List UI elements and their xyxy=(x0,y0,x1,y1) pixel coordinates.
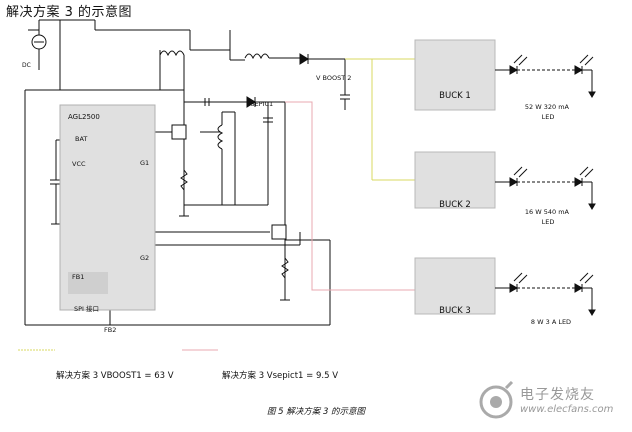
g1-label: G1 xyxy=(140,159,149,167)
buck-1-box xyxy=(414,39,496,111)
legend-vboost: 解决方案 3 VBOOST1 = 63 V xyxy=(56,371,174,381)
led-diode-icon xyxy=(574,65,584,75)
led-diode-icon xyxy=(574,283,584,293)
inductor-2 xyxy=(244,53,270,60)
diode-1 xyxy=(299,53,309,65)
vboost-label: V BOOST 2 xyxy=(316,74,351,82)
diode-2 xyxy=(246,96,256,108)
light-ray xyxy=(518,56,528,66)
watermark-title: 电子发烧友 xyxy=(520,387,595,403)
buck-2-label: BUCK 2 xyxy=(439,200,471,210)
watermark-url: www.elecfans.com xyxy=(520,404,614,415)
figure-caption: 图 5 解决方案 3 的示意图 xyxy=(266,407,366,417)
chip-label: AGL2500 xyxy=(68,113,100,121)
led-1-spec: 52 W 320 mA xyxy=(525,103,570,111)
g2-label: G2 xyxy=(140,254,149,262)
arrow-down-icon xyxy=(588,91,596,98)
light-ray xyxy=(518,168,528,178)
page-title: 解决方案 3 的示意图 xyxy=(6,5,133,20)
watermark: 电子发烧友 www.elecfans.com xyxy=(476,380,626,426)
transistor-2 xyxy=(271,224,287,240)
buck-3-box xyxy=(414,257,496,315)
fb1-label: FB1 xyxy=(72,273,84,281)
led-2-spec: 16 W 540 mA xyxy=(525,208,570,216)
led-diode-icon xyxy=(509,283,519,293)
vsepic-label: VSEPIC1 xyxy=(246,100,273,108)
legend-vsepic: 解决方案 3 Vsepict1 = 9.5 V xyxy=(222,371,339,381)
inductor-3 xyxy=(217,124,224,150)
led-diode-icon xyxy=(509,65,519,75)
light-ray xyxy=(513,272,523,282)
light-ray xyxy=(579,54,589,64)
arrow-down-icon xyxy=(588,203,596,210)
led-2-label: 16 W 540 mA LED xyxy=(525,208,571,226)
led-3-label: 8 W 3 A LED xyxy=(531,318,571,326)
light-ray xyxy=(584,168,594,178)
buck-1-label: BUCK 1 xyxy=(439,91,471,101)
watermark-logo-icon xyxy=(479,380,514,419)
light-ray xyxy=(513,54,523,64)
inductor-1 xyxy=(159,50,185,57)
pink-wire-buck3 xyxy=(285,101,415,291)
led-2-type: LED xyxy=(542,218,555,226)
arrow-down-icon xyxy=(588,309,596,316)
dc-label: DC xyxy=(22,62,31,69)
transistor-1 xyxy=(171,124,187,140)
fb2-label: FB2 xyxy=(104,326,116,334)
led-1-type: LED xyxy=(542,113,555,121)
buck-2-box xyxy=(414,151,496,209)
fb1-block xyxy=(68,272,108,294)
led-diode-icon xyxy=(574,177,584,187)
light-ray xyxy=(584,274,594,284)
light-ray xyxy=(518,274,528,284)
led-diode-icon xyxy=(509,177,519,187)
light-ray xyxy=(513,166,523,176)
buck-3-label: BUCK 3 xyxy=(439,306,471,316)
light-ray xyxy=(579,272,589,282)
light-ray xyxy=(584,56,594,66)
bat-label: BAT xyxy=(75,135,87,143)
led-1-label: 52 W 320 mA LED xyxy=(525,103,571,121)
spi-label: SPI 接口 xyxy=(74,304,99,313)
light-ray xyxy=(579,166,589,176)
vcc-label: VCC xyxy=(72,160,86,168)
